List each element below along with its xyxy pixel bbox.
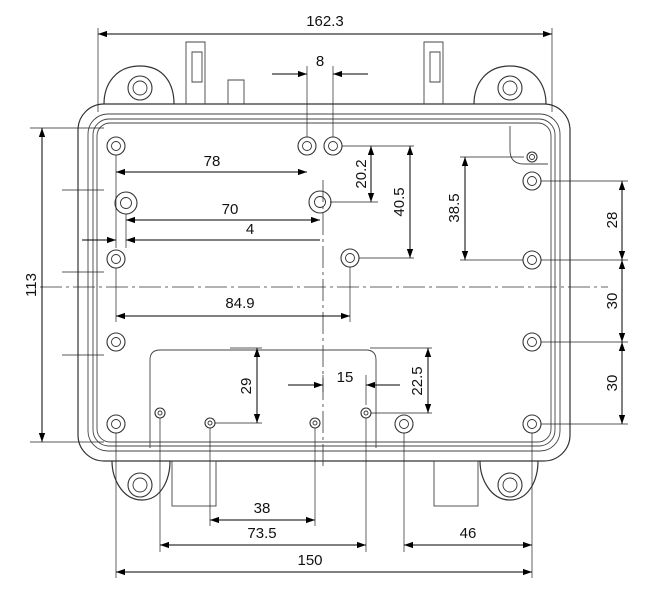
small-hole <box>204 417 216 429</box>
extension-lines <box>30 28 628 578</box>
boss-hole <box>340 248 360 268</box>
dim-label-38: 38 <box>254 500 271 517</box>
boss-hole <box>106 136 126 156</box>
dim-label-40-5: 40.5 <box>391 187 408 216</box>
dimension-labels: 162.3 8 78 70 4 113 20.2 40.5 38.5 28 30… <box>23 13 621 569</box>
center-lines <box>40 180 608 470</box>
dim-label-162-3: 162.3 <box>306 13 344 30</box>
boss-hole <box>522 171 542 191</box>
boss-hole <box>308 190 332 214</box>
boss-hole <box>114 191 138 215</box>
dim-label-29: 29 <box>238 378 255 395</box>
boss-hole <box>522 250 542 270</box>
dim-label-28: 28 <box>604 212 621 229</box>
lug-hole-bottom-left <box>127 472 153 498</box>
dim-label-30-lower: 30 <box>604 375 621 392</box>
boss-hole <box>522 332 542 352</box>
lug-hole-top-left <box>127 75 153 101</box>
boss-hole <box>297 136 317 156</box>
boss-hole <box>394 414 414 434</box>
dim-label-84-9: 84.9 <box>225 295 254 312</box>
enclosure-outline <box>77 41 571 507</box>
dimension-lines <box>38 30 626 576</box>
boss-hole <box>106 249 126 269</box>
boss-hole <box>526 151 538 163</box>
dim-label-46: 46 <box>460 525 477 542</box>
screw-bosses <box>106 136 542 434</box>
dim-label-8: 8 <box>316 53 324 70</box>
dim-label-30-upper: 30 <box>604 293 621 310</box>
boss-hole <box>323 136 343 156</box>
dim-label-73-5: 73.5 <box>247 525 276 542</box>
dim-label-70: 70 <box>222 201 239 218</box>
dim-label-22-5: 22.5 <box>409 366 426 395</box>
dim-label-4: 4 <box>246 221 254 238</box>
small-hole <box>360 407 372 419</box>
boss-hole <box>522 414 542 434</box>
lug-hole-bottom-right <box>497 472 523 498</box>
dim-label-15: 15 <box>337 369 354 386</box>
boss-hole <box>106 332 126 352</box>
dim-label-113: 113 <box>23 273 40 297</box>
dim-label-38-5: 38.5 <box>446 193 463 222</box>
dim-label-20-2: 20.2 <box>353 159 370 188</box>
small-hole <box>309 417 321 429</box>
dim-label-150: 150 <box>297 552 322 569</box>
lug-hole-top-right <box>497 75 523 101</box>
small-hole <box>154 407 166 419</box>
corner-lug-holes <box>127 75 523 498</box>
dim-label-78: 78 <box>204 153 221 170</box>
boss-hole <box>106 414 126 434</box>
